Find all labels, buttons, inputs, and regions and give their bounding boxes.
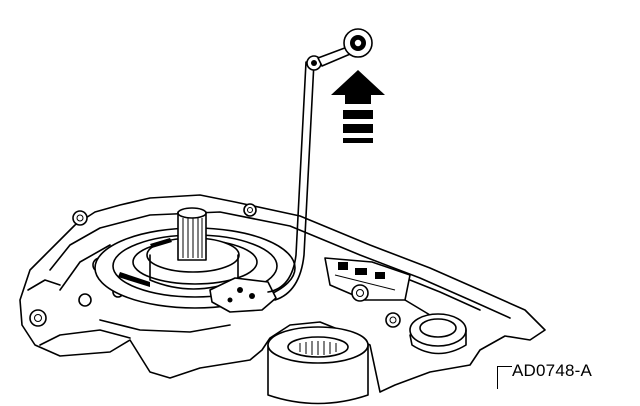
label-bracket <box>497 366 512 389</box>
up-arrow-icon <box>331 70 385 143</box>
valve-body <box>209 257 481 328</box>
figure-label: AD0748-A <box>512 361 593 380</box>
seal-ring <box>409 313 467 355</box>
lifting-tool <box>267 28 373 301</box>
input-shaft <box>177 207 207 261</box>
sleeve-drum <box>267 326 369 405</box>
